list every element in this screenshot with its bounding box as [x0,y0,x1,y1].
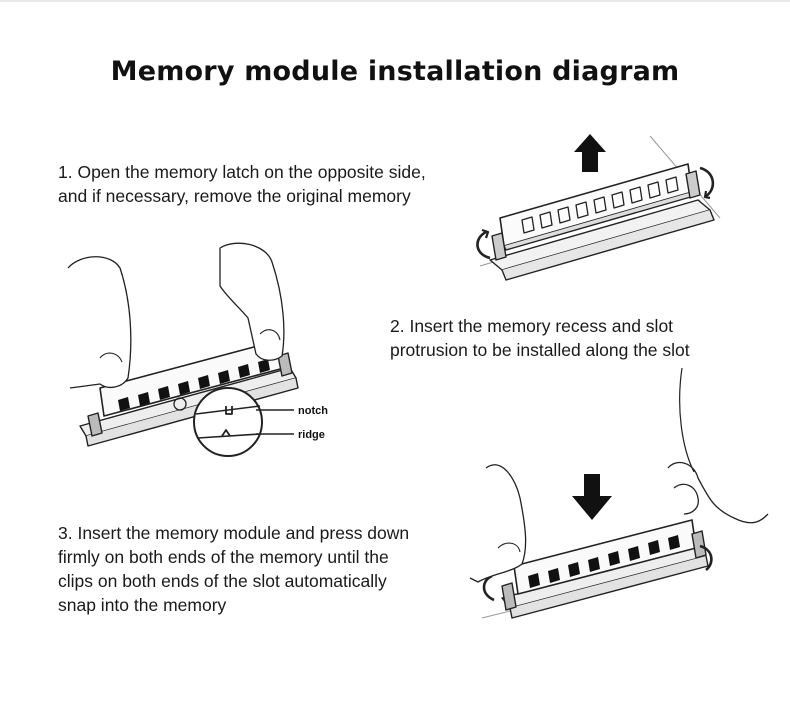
step-3-text: 3. Insert the memory module and press do… [58,521,478,617]
notch-label: notch [298,405,328,417]
step-2-line-2: protrusion to be installed along the slo… [390,340,690,360]
step-2-text: 2. Insert the memory recess and slot pro… [390,314,770,362]
top-divider [0,0,790,2]
up-arrow-icon [574,134,606,172]
press-down-illustration [469,368,769,619]
step-1-text: 1. Open the memory latch on the opposite… [58,160,478,208]
step-3-line-4: snap into the memory [58,595,227,615]
step-2-line-1: 2. Insert the memory recess and slot [390,316,674,336]
step-3-line-1: 3. Insert the memory module and press do… [58,523,410,543]
step-3-line-2: firmly on both ends of the memory until … [58,547,389,567]
ridge-label: ridge [298,429,325,441]
step-1-line-1: 1. Open the memory latch on the opposite… [58,162,426,182]
down-arrow-icon [572,474,612,520]
step-3-line-3: clips on both ends of the slot automatic… [58,571,387,591]
step-1-line-2: and if necessary, remove the original me… [58,186,411,206]
diagram-title: Memory module installation diagram [110,56,680,87]
remove-memory-illustration [476,134,721,281]
align-notch-illustration: notch ridge [67,242,328,457]
